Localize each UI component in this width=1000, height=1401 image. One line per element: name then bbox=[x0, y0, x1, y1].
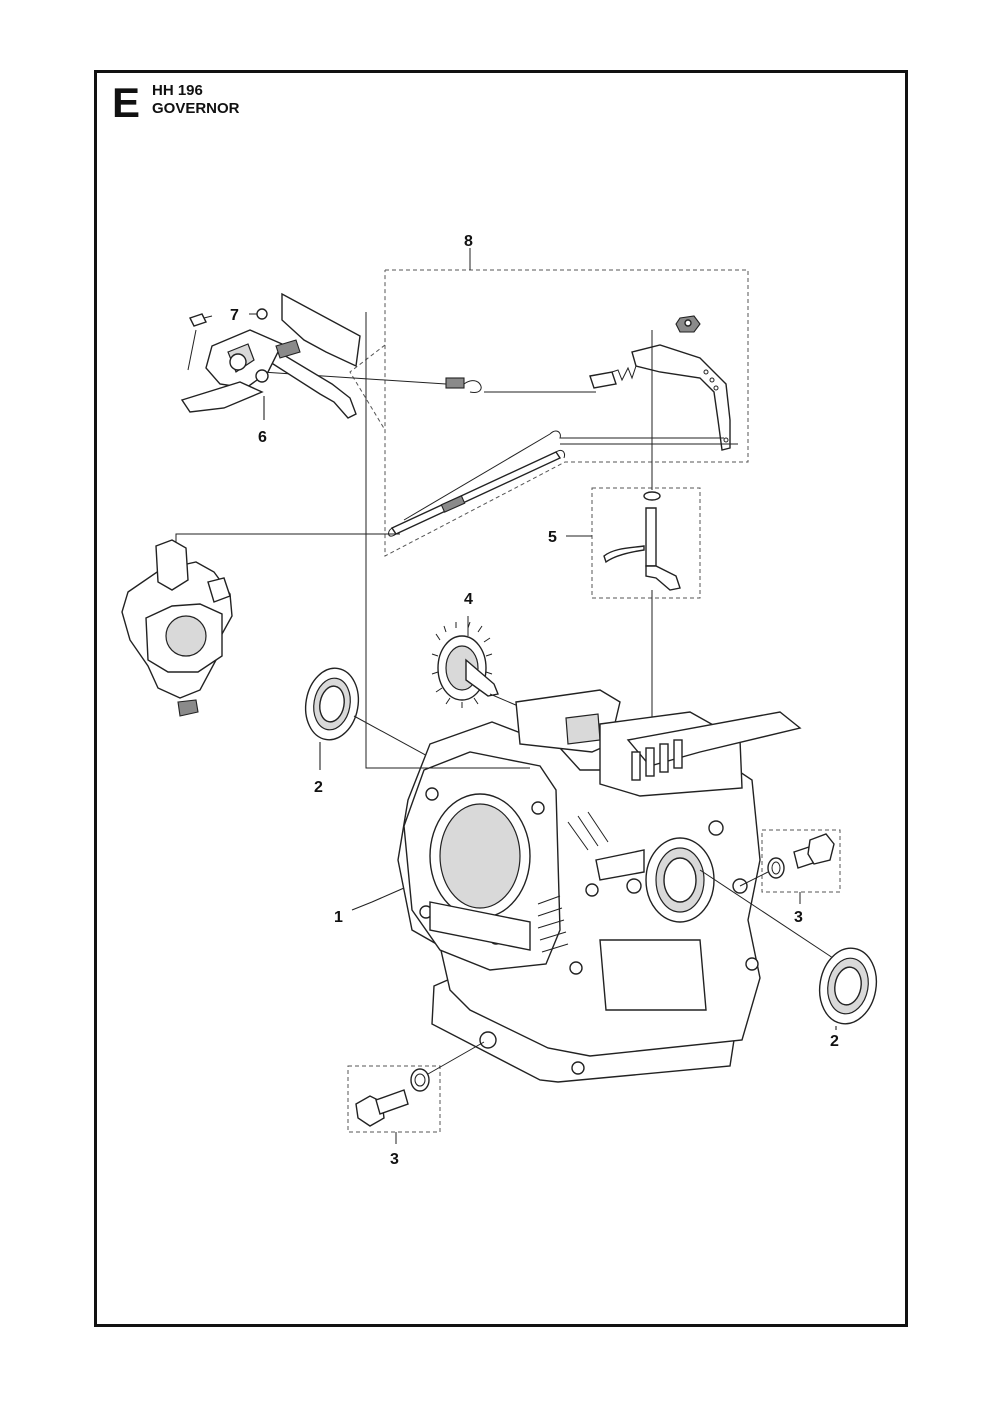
callout-2-right: 2 bbox=[830, 1033, 839, 1050]
callout-2-left: 2 bbox=[314, 779, 323, 796]
drain-plug-kit-bottom bbox=[347, 1041, 485, 1144]
page-title: GOVERNOR bbox=[152, 100, 240, 117]
governor-linkage-kit bbox=[175, 248, 749, 557]
callout-1: 1 bbox=[334, 909, 343, 926]
callout-8: 8 bbox=[464, 233, 473, 250]
drain-plug-kit-right bbox=[739, 829, 841, 904]
oil-seal-right bbox=[818, 947, 878, 1030]
throttle-lever-assembly bbox=[180, 292, 361, 420]
callout-3-right: 3 bbox=[794, 909, 803, 926]
governor-shaft-kit bbox=[566, 330, 701, 720]
oil-seal-left bbox=[304, 667, 443, 770]
carburetor bbox=[121, 539, 233, 717]
callout-7: 7 bbox=[230, 307, 239, 324]
crankcase bbox=[351, 312, 837, 1083]
callout-5: 5 bbox=[548, 529, 557, 546]
section-letter: E bbox=[112, 79, 141, 126]
callout-3-bottom: 3 bbox=[390, 1151, 399, 1168]
model-number: HH 196 bbox=[152, 82, 203, 99]
callout-6: 6 bbox=[258, 429, 267, 446]
drawing-frame bbox=[94, 70, 908, 1327]
callout-4: 4 bbox=[464, 591, 473, 608]
